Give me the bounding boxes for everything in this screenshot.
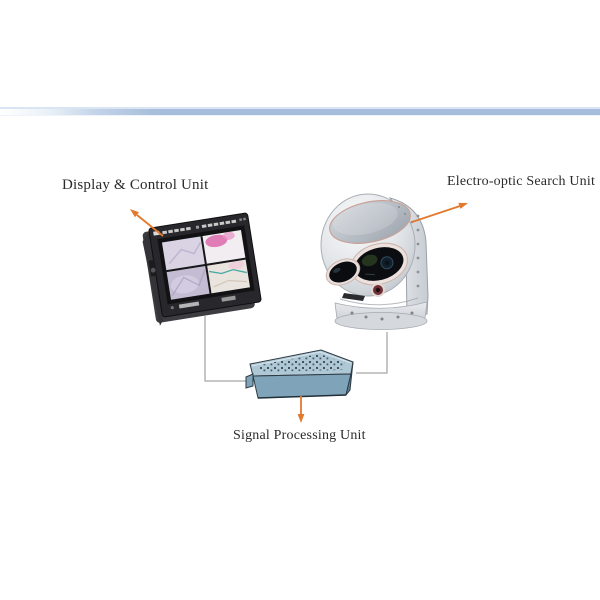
- monitor-top-buttons: [153, 217, 246, 236]
- gimbal-ir-window: [329, 200, 411, 244]
- electro-optic-search-unit-label: Electro-optic Search Unit: [447, 174, 596, 189]
- monitor-quad-view: [161, 229, 251, 300]
- display-control-unit-label: Display & Control Unit: [62, 177, 209, 193]
- connector-eo-to-spu: [356, 332, 388, 374]
- spu-side-tab: [245, 373, 254, 389]
- gimbal-small-lens: [371, 283, 385, 297]
- arrow-display-label: [130, 209, 164, 237]
- spu-connector-field: [257, 354, 345, 372]
- gimbal-base: [334, 301, 428, 330]
- arrow-eo-label: [411, 202, 468, 223]
- gimbal-main-optic: [350, 242, 408, 286]
- signal-processing-unit-graphic: [245, 349, 354, 399]
- monitor-bottom-buttons: [170, 295, 236, 310]
- signal-processing-unit-label: Signal Processing Unit: [233, 428, 366, 443]
- connector-display-to-spu: [204, 316, 246, 382]
- display-control-unit-graphic: [142, 212, 262, 326]
- arrow-spu-label: [297, 396, 305, 423]
- header-rule: [0, 107, 600, 116]
- gimbal-secondary-window: [325, 258, 361, 286]
- gimbal-vent: [342, 293, 365, 301]
- electro-optic-search-unit-graphic: [320, 193, 429, 330]
